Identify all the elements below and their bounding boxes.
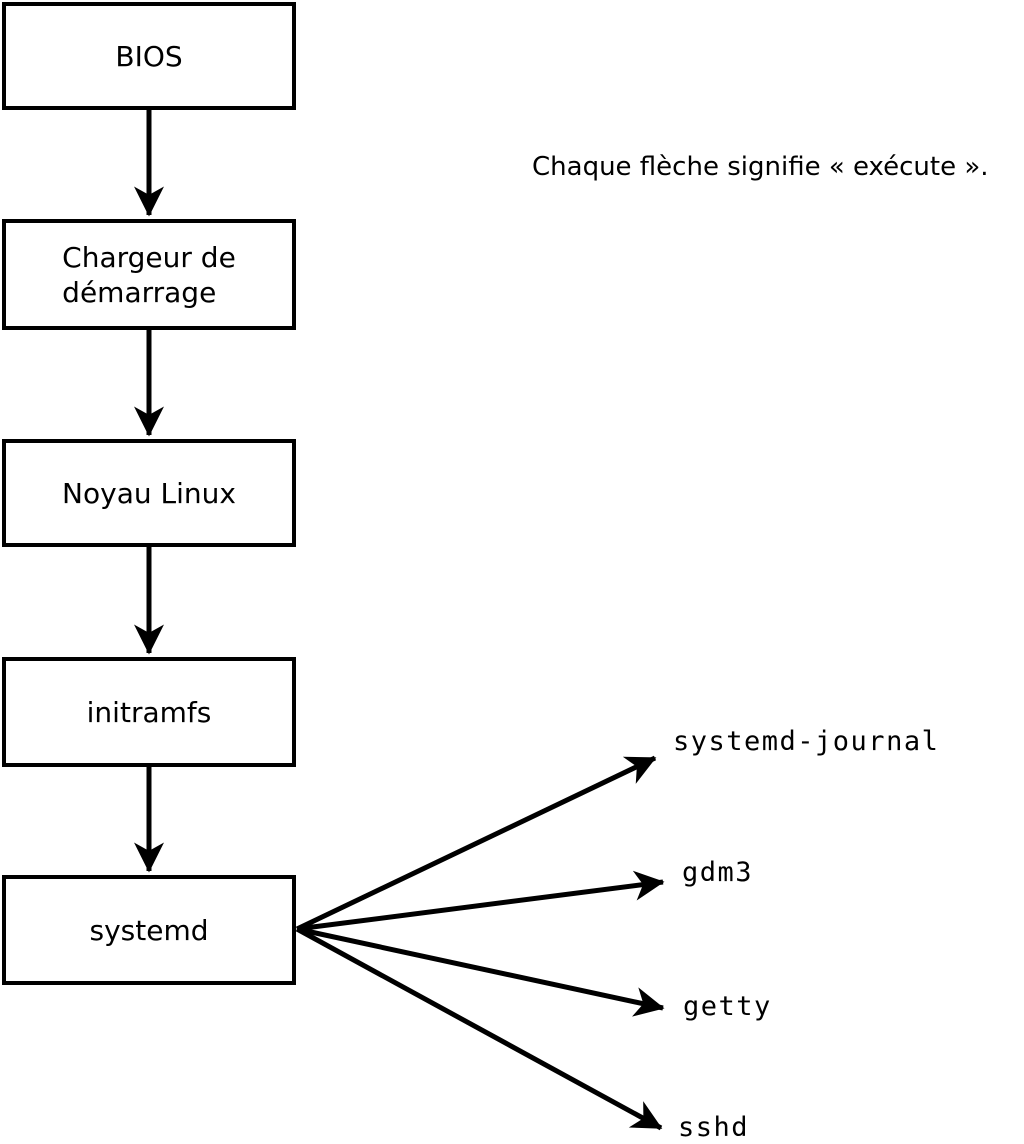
node-bios: BIOS [2,2,296,110]
legend-note: Chaque flèche signifie « exécute ». [532,152,989,182]
arrow-systemd-to-systemd-journal [295,755,657,932]
process-label-getty: getty [683,991,772,1022]
node-systemd: systemd [2,875,296,985]
node-bootloader-label: Chargeur de démarrage [62,240,236,309]
process-label-sshd: sshd [678,1112,750,1143]
node-systemd-label: systemd [89,913,209,947]
node-initramfs: initramfs [2,657,296,767]
arrow-systemd-to-sshd [295,926,663,1131]
node-kernel-label: Noyau Linux [62,476,236,510]
process-label-systemd-journal: systemd-journal [673,726,940,757]
process-label-gdm3: gdm3 [682,857,754,888]
arrow-systemd-to-getty [296,926,665,1017]
node-bootloader: Chargeur de démarrage [2,219,296,330]
node-kernel: Noyau Linux [2,439,296,547]
arrow-systemd-to-gdm3 [296,870,665,932]
node-initramfs-label: initramfs [86,695,212,729]
node-bios-label: BIOS [115,39,183,73]
